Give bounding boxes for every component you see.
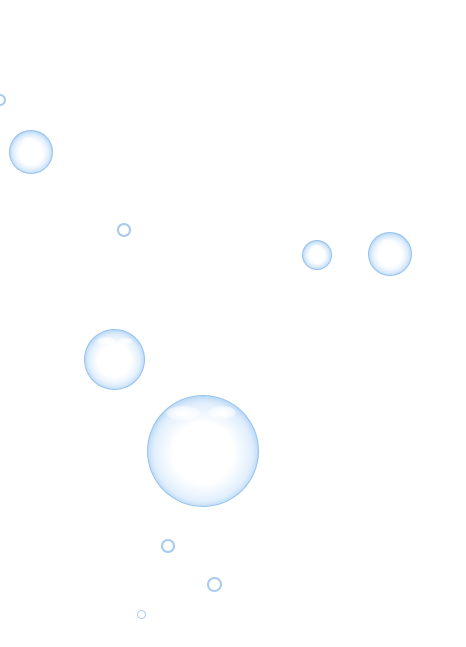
bubble-small-right-1 (302, 240, 332, 270)
bubble-medium-upper-left (9, 130, 53, 174)
bubble-small-ring-3 (207, 577, 222, 592)
bubble-medium-right (368, 232, 412, 276)
bubble-medium-center-left (84, 329, 145, 390)
bubble-tiny-edge (0, 94, 6, 106)
bubble-small-ring-2 (161, 539, 175, 553)
bubble-tiny-ring (137, 610, 146, 619)
bubble-large-center (147, 395, 259, 507)
bubble-small-ring-1 (117, 223, 131, 237)
